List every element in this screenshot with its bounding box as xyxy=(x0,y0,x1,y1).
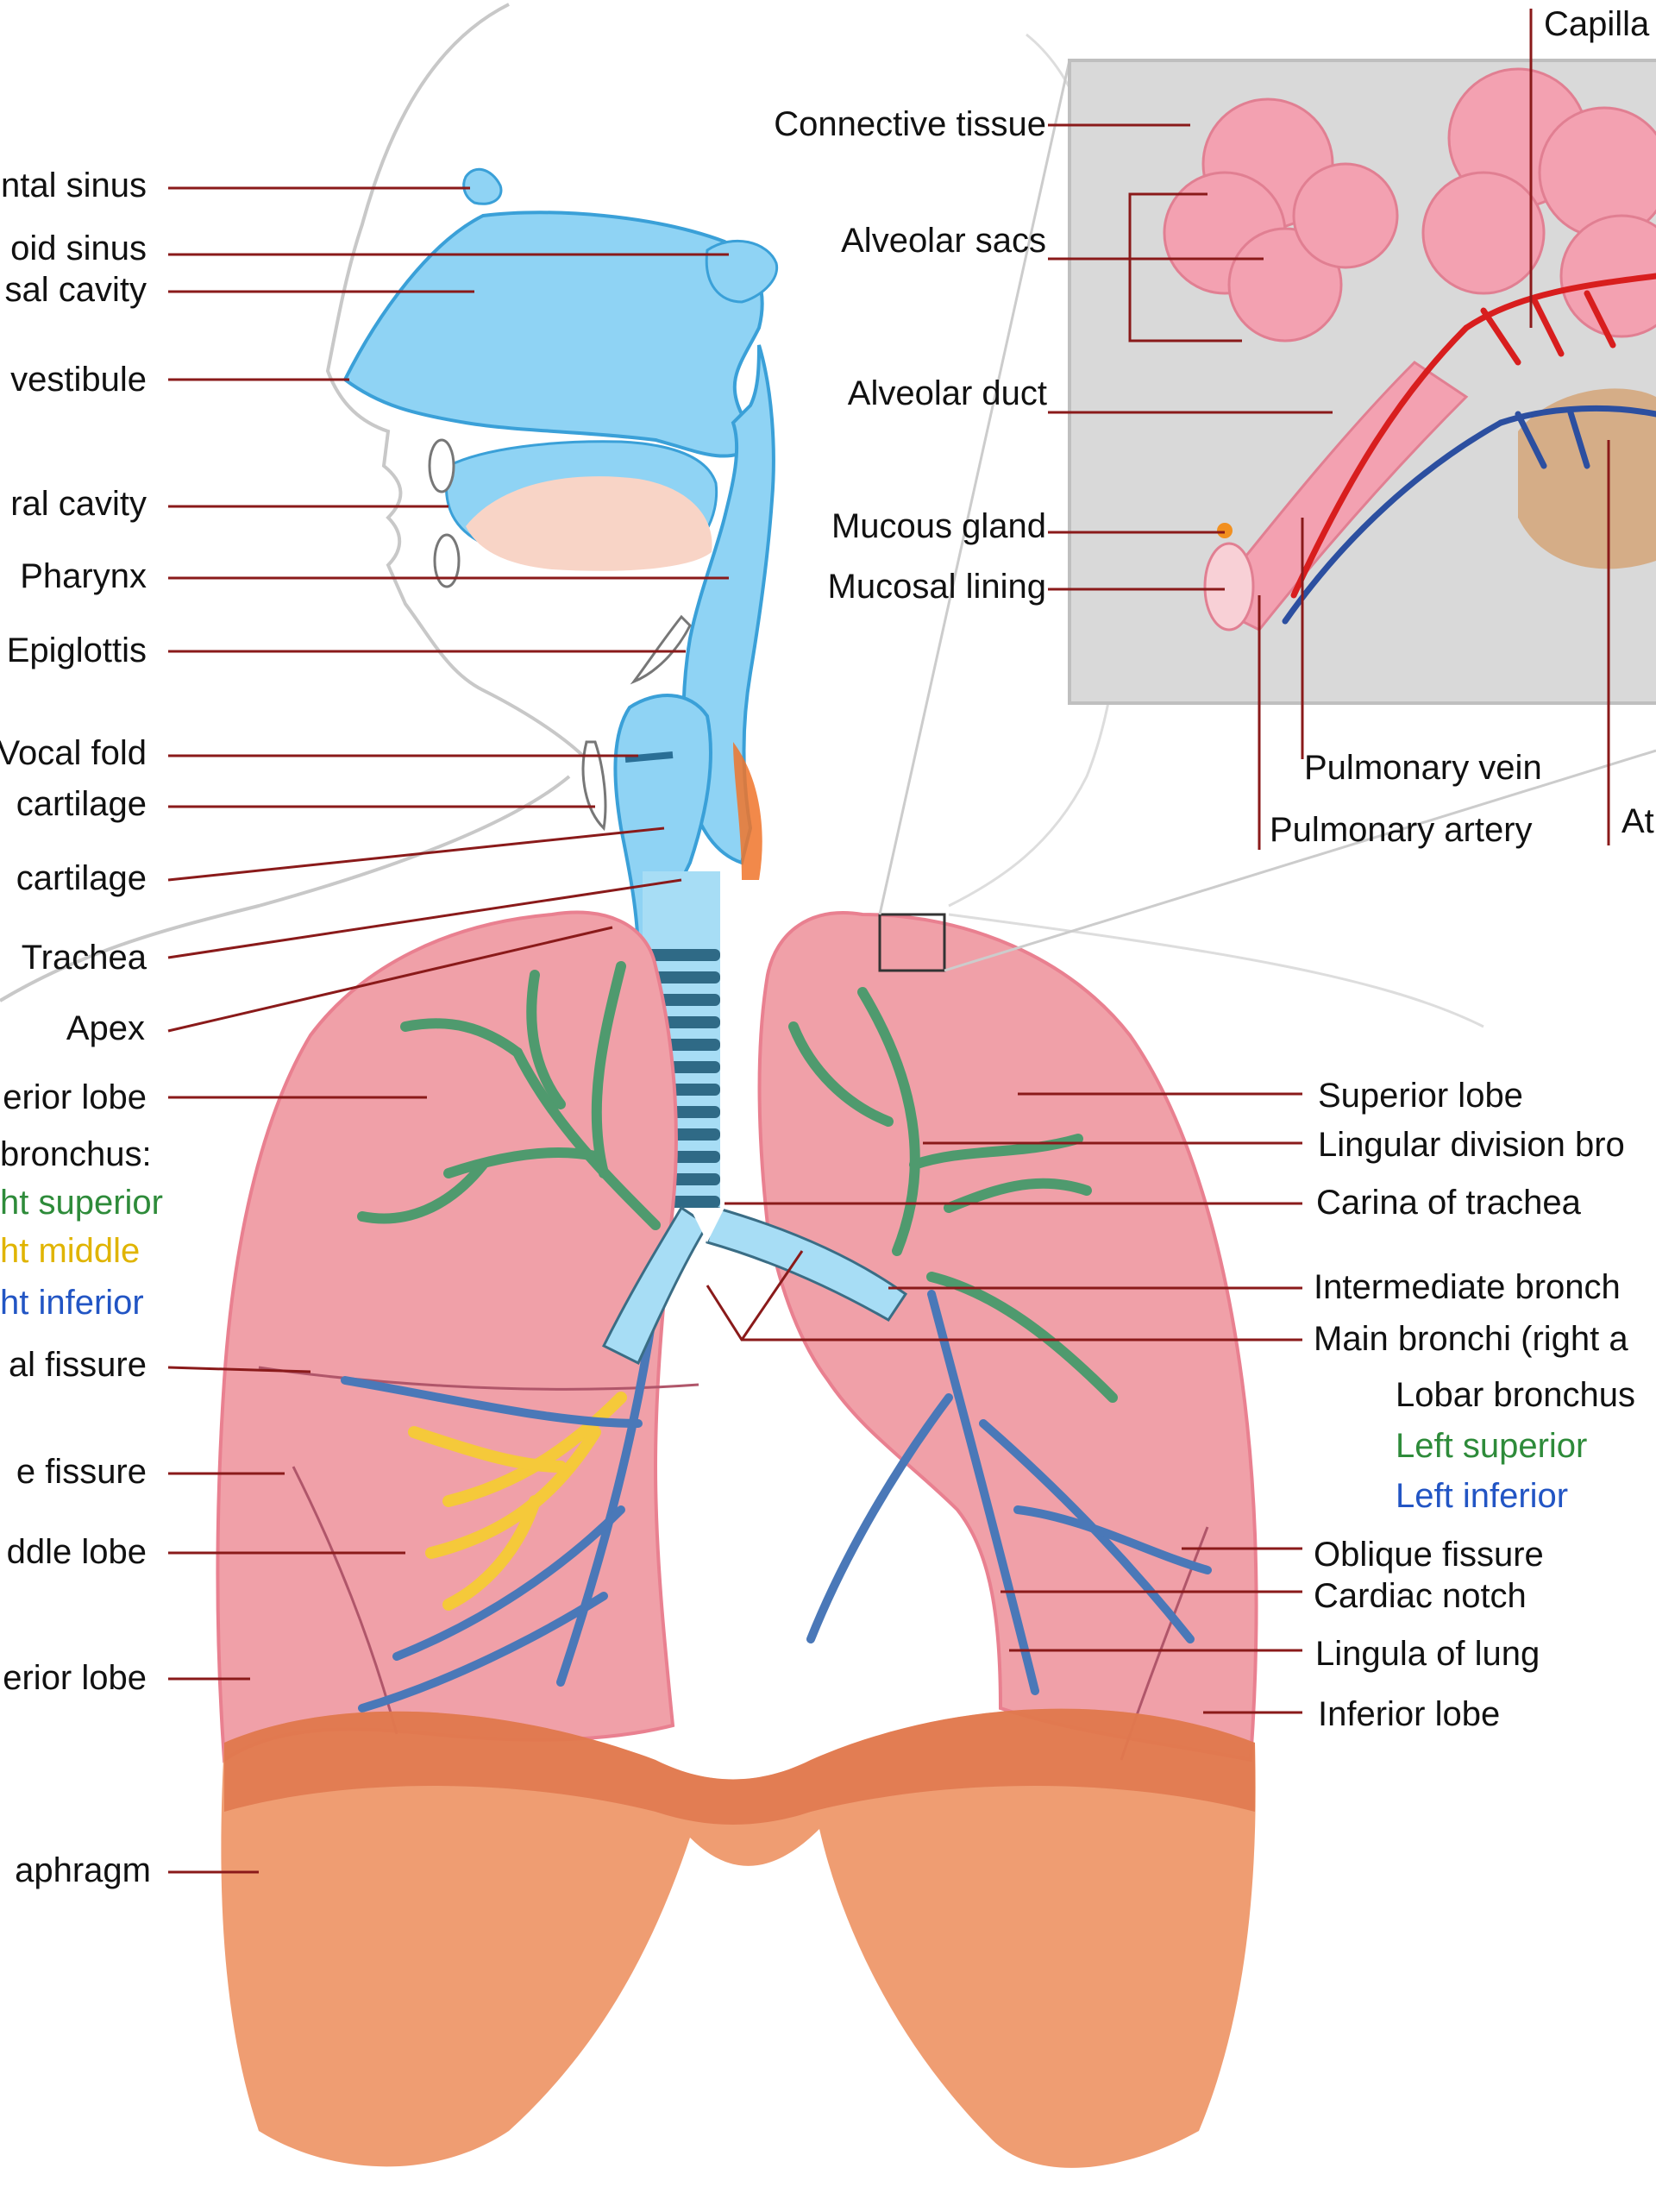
label-right-inferior-lobe: erior lobe xyxy=(3,1659,147,1697)
tongue-shape xyxy=(466,476,712,571)
label-right-superior-lobe: erior lobe xyxy=(3,1078,147,1116)
bronchial-tree-left-blue xyxy=(806,1290,1212,1695)
label-cricoid-cartilage: cartilage xyxy=(16,859,147,897)
label-left-inferior-bronchus: Left inferior xyxy=(1396,1477,1569,1515)
label-sphenoid-sinus: oid sinus xyxy=(10,229,147,267)
lower-lip xyxy=(433,533,461,588)
label-connective-tissue: Connective tissue xyxy=(774,105,1046,143)
label-diaphragm: aphragm xyxy=(15,1851,151,1889)
label-lingular-division-bronchus: Lingular division bro xyxy=(1318,1126,1625,1164)
label-apex: Apex xyxy=(66,1009,145,1047)
head-outline xyxy=(325,3,588,761)
label-main-bronchi: Main bronchi (right a xyxy=(1314,1320,1628,1358)
label-nasal-cavity: sal cavity xyxy=(4,271,147,309)
label-oblique-fissure-left: Oblique fissure xyxy=(1314,1536,1544,1574)
diaphragm-shape xyxy=(221,1708,1256,2168)
shoulder-outline xyxy=(948,913,1484,1028)
label-lingula-of-lung: Lingula of lung xyxy=(1315,1635,1540,1673)
label-left-superior-bronchus: Left superior xyxy=(1396,1427,1588,1465)
label-trachea: Trachea xyxy=(21,939,147,977)
label-right-middle-bronchus: ht middle xyxy=(0,1232,141,1270)
trachea-ring xyxy=(643,971,720,983)
leader-lines xyxy=(167,9,1610,1874)
diaphragm-upper-band xyxy=(224,1708,1255,1825)
label-epiglottis: Epiglottis xyxy=(6,632,147,669)
bronchial-tree-right-blue xyxy=(341,1290,660,1712)
left-main-bronchus xyxy=(706,1206,908,1322)
label-left-superior-lobe: Superior lobe xyxy=(1318,1077,1523,1115)
bronchial-tree-right-yellow xyxy=(408,1392,627,1611)
horizontal-fissure-line xyxy=(258,1366,699,1391)
bronchiole-opening xyxy=(1203,542,1255,632)
label-atrium: At xyxy=(1622,802,1654,840)
label-right-inferior-bronchus: ht inferior xyxy=(0,1284,144,1322)
label-cardiac-notch: Cardiac notch xyxy=(1314,1577,1527,1615)
label-right-superior-bronchus: ht superior xyxy=(0,1184,163,1222)
alveolar-sacs-cluster xyxy=(1163,67,1656,342)
label-carina-of-trachea: Carina of trachea xyxy=(1316,1184,1581,1222)
vocal-fold-shape xyxy=(624,751,674,763)
label-oblique-fissure-right: e fissure xyxy=(16,1453,147,1491)
label-alveolar-duct: Alveolar duct xyxy=(847,374,1047,412)
label-middle-lobe: ddle lobe xyxy=(6,1533,147,1571)
upper-lip xyxy=(428,438,455,493)
label-pharynx: Pharynx xyxy=(20,557,147,595)
zoom-guide-lines xyxy=(878,60,1656,972)
trachea-ring xyxy=(643,949,720,961)
thyroid-cartilage-shape xyxy=(581,740,607,832)
label-nasal-vestibule: vestibule xyxy=(10,361,147,399)
frontal-sinus-shape xyxy=(462,167,503,205)
label-pulmonary-vein: Pulmonary vein xyxy=(1304,749,1542,787)
label-frontal-sinus: ntal sinus xyxy=(1,167,147,204)
epiglottis-shape xyxy=(630,614,692,685)
bronchiole-tube xyxy=(1205,361,1469,632)
venous-network xyxy=(1282,405,1656,625)
label-intermediate-bronchus: Intermediate bronch xyxy=(1314,1268,1621,1306)
esophagus-shape xyxy=(733,742,762,880)
label-alveolar-sacs: Alveolar sacs xyxy=(841,222,1046,260)
zoom-locator-box xyxy=(878,913,946,972)
neck-outline xyxy=(0,775,571,1002)
label-vocal-fold: Vocal fold xyxy=(0,734,147,772)
capillary-network xyxy=(1290,273,1656,599)
label-mucosal-lining: Mucosal lining xyxy=(827,568,1046,606)
mucous-gland-dot xyxy=(1217,523,1233,538)
label-lobar-bronchus-left: Lobar bronchus xyxy=(1396,1376,1635,1414)
nasal-cavity-shape xyxy=(342,211,764,458)
atrium-shape xyxy=(1518,388,1656,569)
label-thyroid-cartilage: cartilage xyxy=(16,785,147,823)
label-capillaries: Capilla xyxy=(1544,5,1650,43)
label-mucous-gland: Mucous gland xyxy=(831,507,1046,545)
label-horizontal-fissure: al fissure xyxy=(8,1346,147,1384)
label-lobar-bronchus-right: bronchus: xyxy=(0,1135,152,1173)
label-pulmonary-artery: Pulmonary artery xyxy=(1270,811,1533,849)
label-oral-cavity: ral cavity xyxy=(10,485,147,523)
bronchial-tree-left-green xyxy=(788,987,1118,1403)
sphenoid-sinus-shape xyxy=(705,239,779,304)
label-left-inferior-lobe: Inferior lobe xyxy=(1318,1695,1501,1733)
right-main-bronchus xyxy=(601,1205,710,1366)
carina-shape xyxy=(690,1208,724,1242)
bronchial-tree-right-green xyxy=(357,961,661,1230)
